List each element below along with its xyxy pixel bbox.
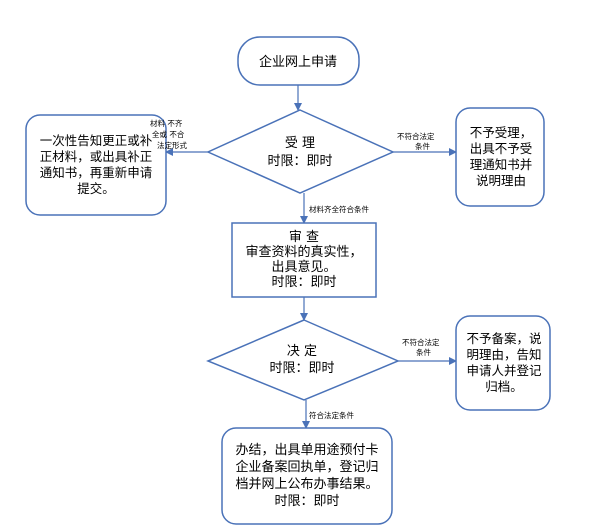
review-line-1: 审查资料的真实性， <box>245 245 363 260</box>
resubmit-box-text: 一次性告知更正或补正材料，或出具补正通知书，再重新申请提交。 <box>36 120 156 210</box>
edge-label-incomplete-line1: 材料 不齐 <box>150 118 183 128</box>
final-time: 时限：即时 <box>274 494 340 509</box>
final-box <box>221 427 393 525</box>
reject-accept-box-label: 不予受理，出具不予受理通知书并说明理由 <box>469 125 533 188</box>
review-box <box>231 222 377 298</box>
edge-label-not-qualified-2-line1: 不符合法定 <box>402 337 440 347</box>
decision-time: 时限：即时 <box>269 361 334 376</box>
reject-accept-box <box>455 107 545 207</box>
edge-label-not-qualified-2-line2: 条件 <box>416 347 431 357</box>
final-line-1: 办结，出具单用途预付卡 <box>235 443 379 458</box>
edge-label-not-qualified-1: 不符合法定 条件 <box>397 131 435 151</box>
edge-label-qualified: 符合法定条件 <box>309 410 354 420</box>
reject-record-box <box>455 315 551 411</box>
edge-label-incomplete-line2: 全或 不合 <box>152 129 185 139</box>
edge-label-not-qualified-1-line1: 不符合法定 <box>397 131 435 141</box>
review-title: 审 查 <box>288 230 320 245</box>
reject-accept-box-text: 不予受理，出具不予受理通知书并说明理由 <box>464 112 538 202</box>
decision-title: 决 定 <box>287 344 317 359</box>
final-line-2: 企业备案回执单，登记归 <box>235 460 379 475</box>
connectors <box>165 85 457 429</box>
reject-record-box-text: 不予备案，说明理由，告知申请人并登记归档。 <box>464 320 544 406</box>
review-box-text: 审 查 审查资料的真实性， 出具意见。 时限：即时 <box>234 226 374 294</box>
accept-time: 时限：即时 <box>267 154 332 169</box>
edge-label-not-qualified-1-line2: 条件 <box>415 141 430 151</box>
accept-diamond <box>206 109 395 194</box>
edge-label-complete: 材料齐全符合条件 <box>309 204 369 214</box>
accept-title: 受 理 <box>285 136 315 151</box>
reject-record-box-label: 不予备案，说明理由，告知申请人并登记归档。 <box>466 331 542 394</box>
review-time: 时限：即时 <box>271 275 337 290</box>
final-line-3: 档并网上公布办事结果。 <box>235 477 379 492</box>
edge-label-incomplete: 材料 不齐 全或 不合 法定形式 <box>150 118 187 150</box>
final-box-text: 办结，出具单用途预付卡 企业备案回执单，登记归 档并网上公布办事结果。 时限：即… <box>224 432 390 520</box>
edge-label-incomplete-line3: 法定形式 <box>157 140 187 150</box>
decision-diamond <box>206 319 400 401</box>
start-node-label: 企业网上申请 <box>259 54 337 70</box>
start-node <box>237 36 360 86</box>
resubmit-box-label: 一次性告知更正或补正材料，或出具补正通知书，再重新申请提交。 <box>39 133 153 196</box>
edge-label-not-qualified-2: 不符合法定 条件 <box>402 337 440 357</box>
resubmit-box <box>25 114 167 216</box>
review-line-2: 出具意见。 <box>271 260 337 275</box>
